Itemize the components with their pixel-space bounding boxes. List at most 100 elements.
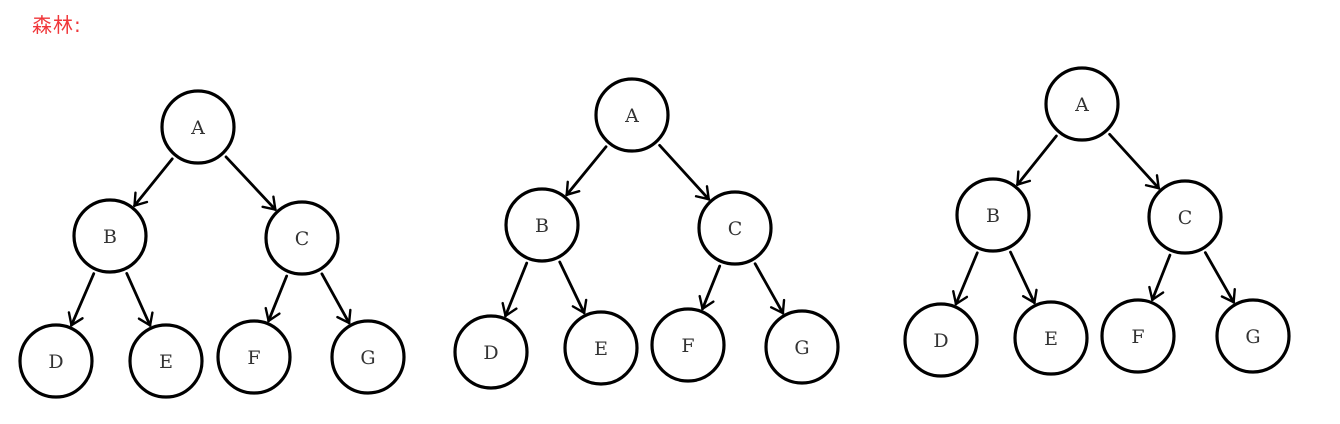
node-label: G	[794, 337, 809, 359]
node-label: C	[728, 218, 743, 240]
node-label: D	[933, 330, 948, 352]
arrowhead-b-d	[952, 290, 969, 306]
node-label: A	[624, 105, 639, 127]
node-label: G	[1245, 326, 1260, 348]
node-circle	[1013, 300, 1089, 376]
node-circle	[18, 323, 94, 399]
node-circle	[72, 198, 148, 274]
edge-a-c	[1108, 132, 1161, 190]
edge-c-g	[1203, 251, 1236, 304]
tree-1: A B C D E F G	[18, 89, 406, 399]
node-label: B	[103, 226, 117, 248]
node-b: B	[504, 187, 580, 263]
arrowhead-a-b	[565, 180, 581, 197]
edge-b-e	[1009, 250, 1036, 305]
arrowhead-b-e	[137, 311, 154, 327]
node-label: E	[159, 351, 173, 373]
edge-a-b	[565, 145, 608, 197]
node-d: D	[903, 302, 979, 378]
arrowhead-c-g	[769, 298, 786, 315]
arrowhead-a-c	[694, 185, 710, 201]
edge-c-f	[701, 264, 722, 311]
edge-c-f	[1150, 253, 1172, 302]
node-g: G	[330, 319, 406, 395]
node-a: A	[1044, 66, 1120, 142]
node-label: C	[295, 228, 310, 250]
node-label: D	[483, 342, 498, 364]
node-g: G	[1215, 298, 1291, 374]
node-circle	[650, 307, 726, 383]
edge-b-e	[558, 260, 586, 315]
edge-b-e	[125, 272, 152, 327]
node-b: B	[955, 177, 1031, 253]
node-a: A	[594, 77, 670, 153]
tree-3: A B C D E F G	[903, 66, 1291, 378]
node-f: F	[216, 319, 292, 395]
node-circle	[594, 77, 670, 153]
node-d: D	[453, 314, 529, 390]
edge-c-g	[320, 272, 351, 325]
arrowhead-a-b	[133, 191, 149, 207]
arrowhead-c-f	[698, 294, 715, 311]
node-c: C	[264, 200, 340, 276]
edge-c-g	[753, 262, 785, 315]
arrowhead-b-e	[1021, 288, 1038, 304]
arrowhead-a-c	[261, 195, 277, 211]
arrowhead-c-g	[1220, 287, 1236, 304]
node-g: G	[764, 309, 840, 385]
arrowhead-c-g	[336, 308, 352, 325]
arrowhead-a-b	[1016, 170, 1032, 186]
node-circle	[1044, 66, 1120, 142]
node-label: B	[535, 215, 549, 237]
node-circle	[1100, 298, 1176, 374]
node-circle	[504, 187, 580, 263]
edge-a-c	[658, 143, 711, 201]
node-b: B	[72, 198, 148, 274]
node-c: C	[697, 190, 773, 266]
node-label: C	[1178, 207, 1193, 229]
node-d: D	[18, 323, 94, 399]
arrowhead-b-d	[501, 301, 518, 318]
arrowhead-c-f	[1148, 285, 1165, 301]
node-circle	[330, 319, 406, 395]
node-circle	[1215, 298, 1291, 374]
tree-2: A B C D E F G	[453, 77, 840, 390]
node-circle	[955, 177, 1031, 253]
node-f: F	[650, 307, 726, 383]
node-e: E	[1013, 300, 1089, 376]
node-circle	[264, 200, 340, 276]
node-c: C	[1147, 179, 1223, 255]
node-label: B	[986, 205, 1000, 227]
node-label: D	[48, 351, 63, 373]
edge-a-b	[1015, 134, 1058, 186]
edge-a-b	[133, 157, 174, 208]
node-a: A	[160, 89, 236, 165]
node-label: A	[1074, 94, 1089, 116]
node-label: E	[1044, 328, 1058, 350]
node-label: E	[594, 338, 608, 360]
page-title: 森林:	[32, 13, 82, 37]
node-circle	[764, 309, 840, 385]
node-circle	[160, 89, 236, 165]
node-f: F	[1100, 298, 1176, 374]
node-label: A	[190, 117, 205, 139]
node-label: F	[681, 335, 694, 357]
node-circle	[697, 190, 773, 266]
node-circle	[128, 323, 204, 399]
edge-b-d	[70, 272, 96, 327]
edge-c-f	[267, 274, 289, 323]
node-e: E	[563, 310, 639, 386]
node-label: F	[247, 347, 260, 369]
node-label: G	[360, 347, 375, 369]
node-circle	[216, 319, 292, 395]
arrowhead-b-e	[571, 298, 588, 315]
edge-a-c	[224, 155, 277, 211]
node-circle	[453, 314, 529, 390]
node-e: E	[128, 323, 204, 399]
node-label: F	[1131, 326, 1144, 348]
arrowhead-a-c	[1144, 174, 1160, 190]
node-circle	[1147, 179, 1223, 255]
edge-b-d	[504, 261, 529, 318]
arrowhead-b-d	[67, 311, 84, 327]
